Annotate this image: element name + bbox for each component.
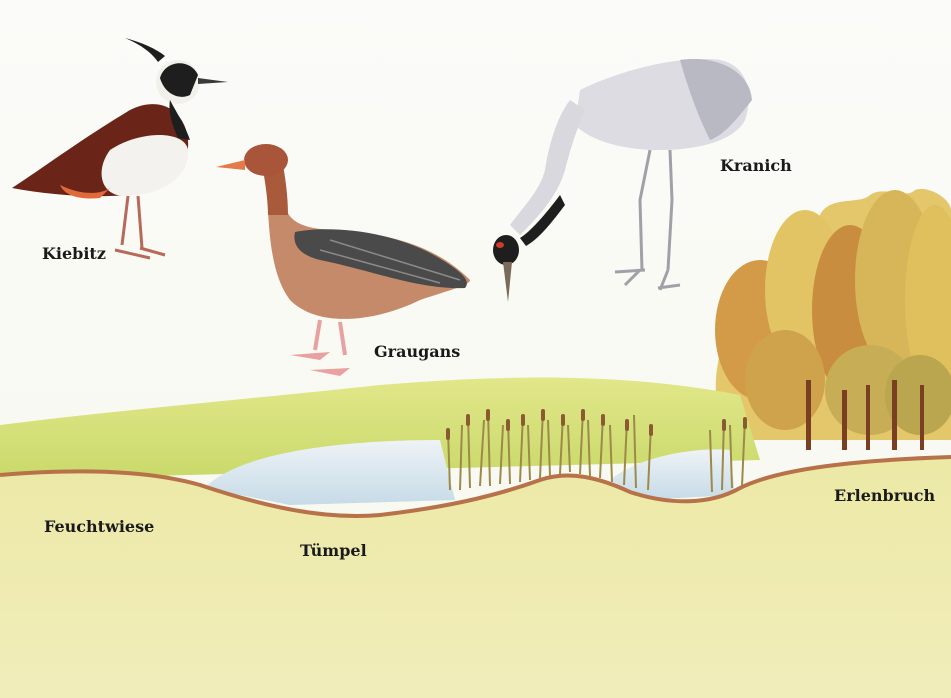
label-lapwing: Kiebitz xyxy=(42,244,106,263)
label-alder-carr: Erlenbruch xyxy=(834,486,935,505)
label-crane: Kranich xyxy=(720,156,792,175)
label-greylag-goose: Graugans xyxy=(374,342,460,361)
label-wet-meadow: Feuchtwiese xyxy=(44,517,154,536)
label-pond: Tümpel xyxy=(300,541,367,560)
